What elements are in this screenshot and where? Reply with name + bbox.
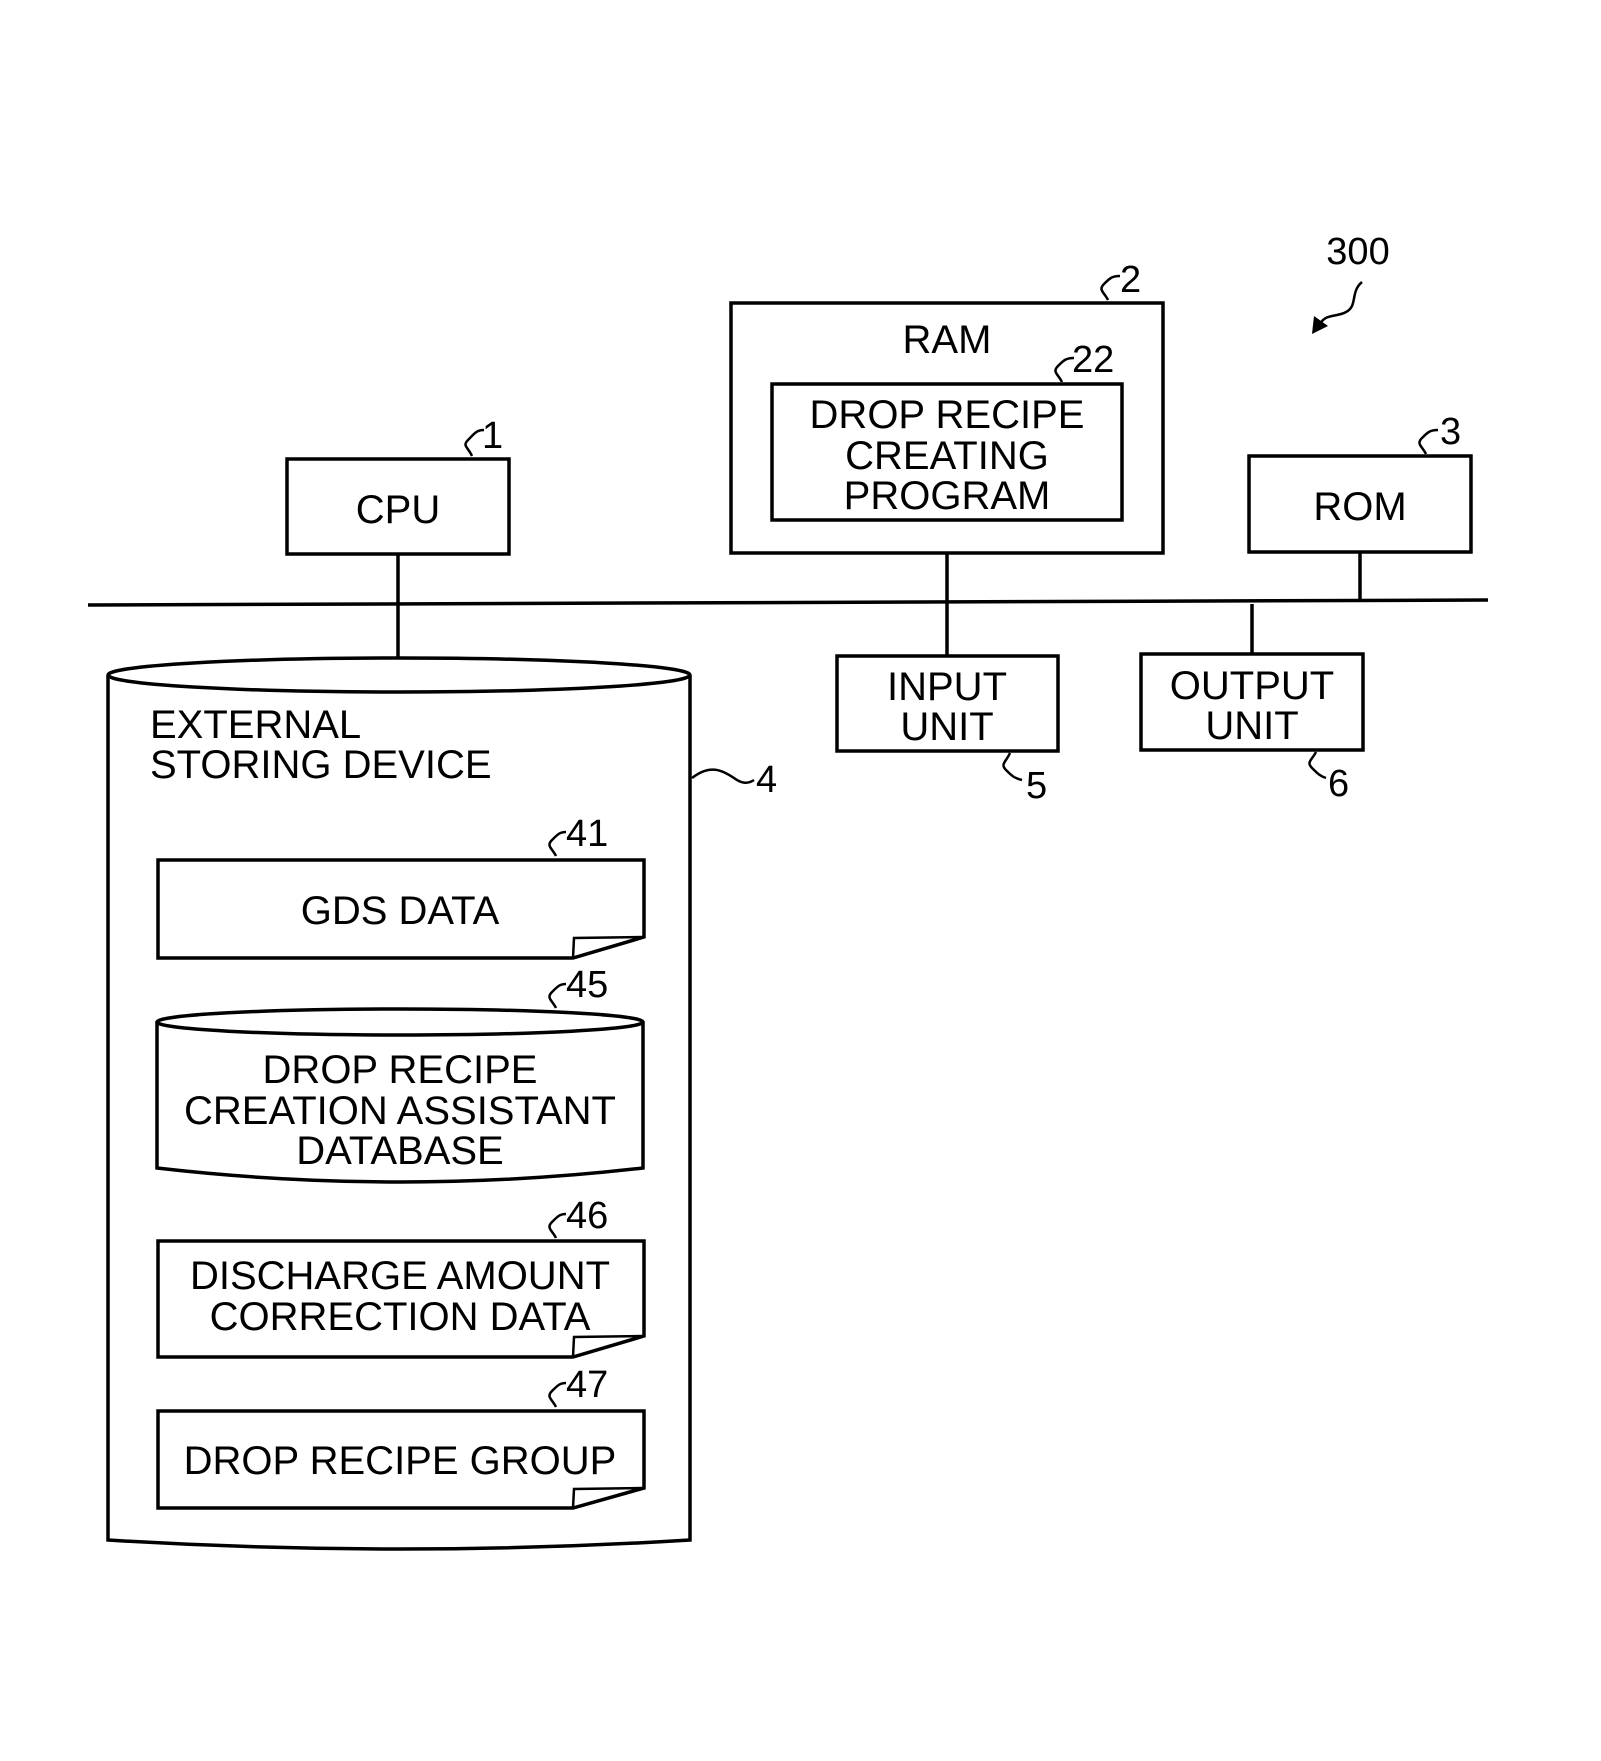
discharge-correction-line-2: CORRECTION DATA [210, 1295, 591, 1339]
drop-recipe-program-line-2: CREATING [845, 434, 1049, 478]
drop-recipe-group-label: DROP RECIPE GROUP [184, 1439, 617, 1483]
rom-ref-leader [1419, 430, 1438, 454]
drop-recipe-program-line-1: DROP RECIPE [810, 393, 1085, 437]
output-unit-ref: 6 [1328, 763, 1349, 805]
ram-label: RAM [903, 318, 992, 362]
cpu-block: CPU 1 [287, 415, 509, 658]
discharge-correction-item: DISCHARGE AMOUNT CORRECTION DATA 46 [158, 1195, 644, 1357]
system-bus [88, 600, 1488, 605]
output-unit-line-2: UNIT [1205, 704, 1298, 748]
external-storage-top [108, 658, 690, 692]
output-unit-ref-leader [1309, 752, 1326, 778]
drop-recipe-program-line-3: PROGRAM [844, 474, 1051, 518]
input-unit-line-2: UNIT [900, 705, 993, 749]
assistant-database-top [157, 1009, 643, 1035]
input-unit-ref: 5 [1026, 765, 1047, 807]
external-storage-line-2: STORING DEVICE [150, 743, 492, 787]
drop-recipe-group-ref: 47 [566, 1364, 608, 1406]
gds-data-ref-leader [549, 832, 566, 856]
cpu-label: CPU [356, 488, 440, 532]
assistant-database-line-1: DROP RECIPE [263, 1048, 538, 1092]
ram-ref: 2 [1120, 259, 1141, 301]
output-unit-block: OUTPUT UNIT 6 [1141, 604, 1363, 805]
external-storage-line-1: EXTERNAL [150, 703, 361, 747]
rom-block: ROM 3 [1249, 411, 1471, 602]
figure-ref-arrow [1318, 282, 1362, 328]
assistant-database-ref: 45 [566, 964, 608, 1006]
input-unit-ref-leader [1003, 753, 1022, 780]
figure-ref-label: 300 [1326, 231, 1389, 273]
external-storage-ref-leader [692, 770, 754, 783]
assistant-database-item: DROP RECIPE CREATION ASSISTANT DATABASE … [157, 964, 643, 1182]
discharge-correction-line-1: DISCHARGE AMOUNT [190, 1254, 610, 1298]
cpu-ref: 1 [482, 415, 503, 457]
discharge-correction-ref-leader [549, 1214, 566, 1238]
rom-label: ROM [1313, 485, 1406, 529]
program-ref: 22 [1072, 339, 1114, 381]
drop-recipe-group-ref-leader [549, 1383, 566, 1407]
drop-recipe-group-item: DROP RECIPE GROUP 47 [158, 1364, 644, 1508]
assistant-database-line-3: DATABASE [296, 1129, 503, 1173]
input-unit-line-1: INPUT [887, 665, 1007, 709]
rom-ref: 3 [1440, 411, 1461, 453]
output-unit-line-1: OUTPUT [1170, 664, 1334, 708]
external-storage-block: EXTERNAL STORING DEVICE 4 GDS DATA 41 DR… [108, 658, 777, 1549]
ram-block: RAM 2 DROP RECIPE CREATING PROGRAM 22 [731, 259, 1163, 656]
gds-data-label: GDS DATA [301, 889, 500, 933]
ram-ref-leader [1101, 276, 1120, 300]
discharge-correction-ref: 46 [566, 1195, 608, 1237]
input-unit-block: INPUT UNIT 5 [837, 656, 1058, 807]
assistant-database-ref-leader [549, 984, 566, 1008]
gds-data-item: GDS DATA 41 [158, 813, 644, 958]
figure-ref-group: 300 [1312, 231, 1390, 334]
external-storage-ref: 4 [756, 759, 777, 801]
assistant-database-line-2: CREATION ASSISTANT [184, 1089, 616, 1133]
gds-data-ref: 41 [566, 813, 608, 855]
